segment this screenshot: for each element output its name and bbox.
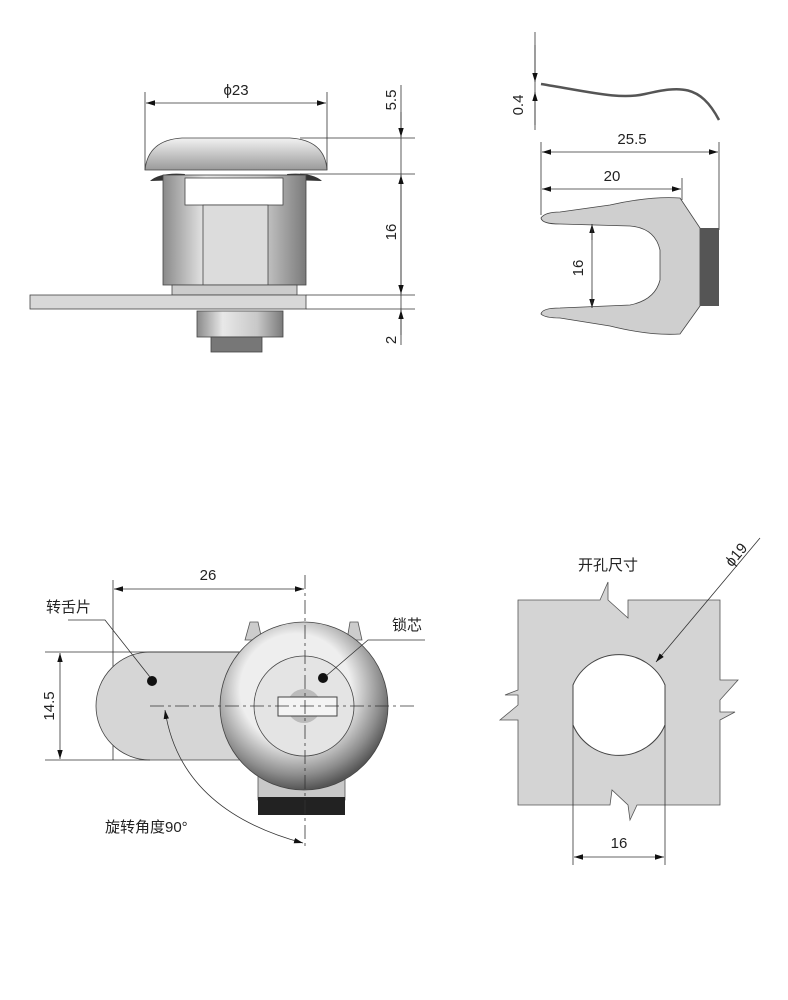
dia-label: ϕ23 xyxy=(223,82,248,99)
rotation-label: 旋转角度90° xyxy=(105,819,188,836)
front-view: 26 14.5 转舌片 锁芯 旋转角度90° xyxy=(41,567,425,850)
cam-label: 转舌片 xyxy=(46,599,91,616)
spring-clip-profile xyxy=(540,82,721,121)
cutout-view: 开孔尺寸 ϕ19 16 xyxy=(498,537,761,865)
cam-span-label: 26 xyxy=(200,567,217,584)
side-view: ϕ23 5.5 16 2 xyxy=(29,82,415,353)
cutout-hole xyxy=(572,654,666,756)
inner-width-label: 20 xyxy=(604,168,621,185)
u-clip xyxy=(540,197,701,335)
hole-dia-label: ϕ19 xyxy=(722,540,751,570)
opening-label: 16 xyxy=(570,260,587,277)
cutout-title: 开孔尺寸 xyxy=(578,557,638,574)
mounting-plate xyxy=(29,294,307,310)
cap-height-label: 5.5 xyxy=(383,90,400,111)
body-height-label: 16 xyxy=(383,224,400,241)
plate-thickness-label: 2 xyxy=(383,336,400,344)
clip-view: 0.4 25.5 20 16 xyxy=(510,32,721,335)
thread xyxy=(210,336,263,353)
flat-width-label: 16 xyxy=(611,835,628,852)
overall-width-label: 25.5 xyxy=(617,131,646,148)
cap xyxy=(144,137,328,171)
core-label: 锁芯 xyxy=(392,617,422,634)
thickness-label: 0.4 xyxy=(510,95,527,116)
nut xyxy=(196,310,284,338)
cam-width-label: 14.5 xyxy=(41,691,58,720)
